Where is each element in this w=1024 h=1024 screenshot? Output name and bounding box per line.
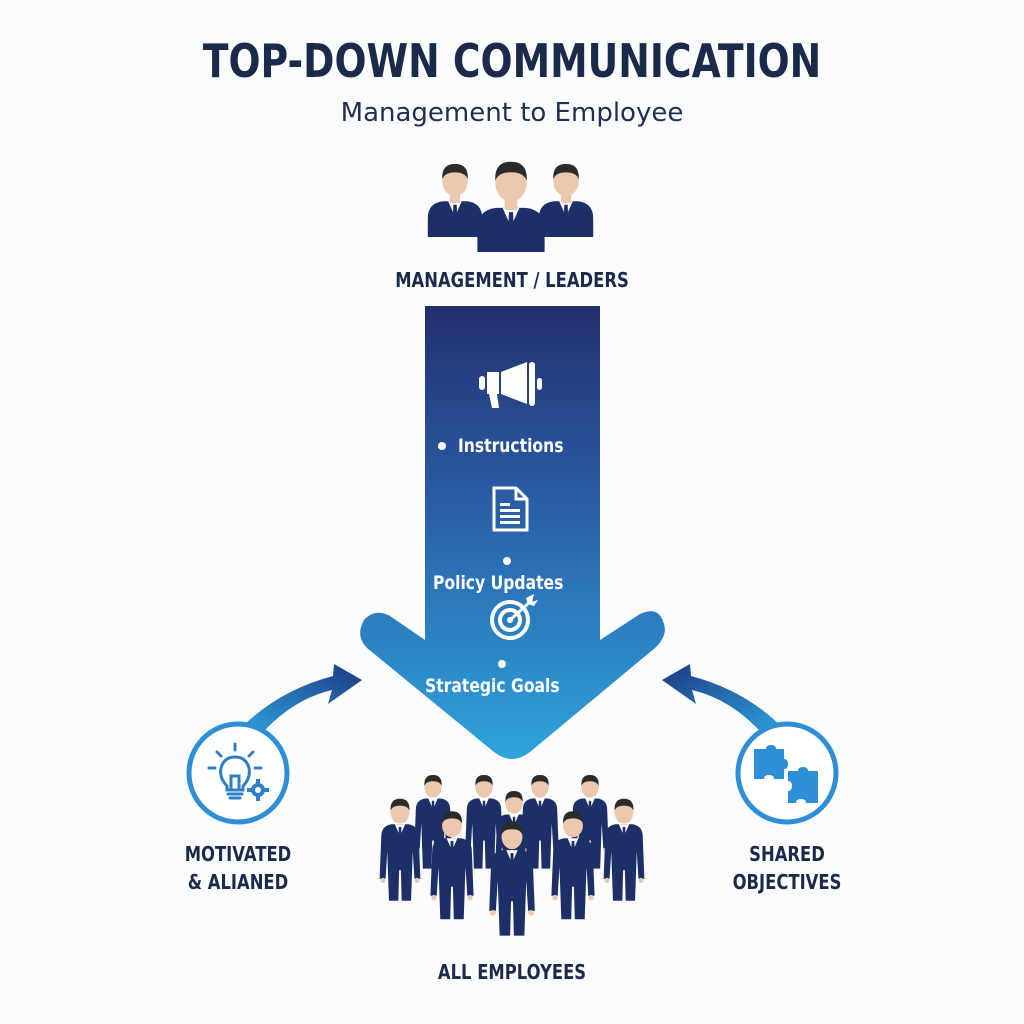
document-icon <box>492 486 529 532</box>
page-title: TOP-DOWN COMMUNICATION <box>202 34 822 88</box>
employees-label: ALL EMPLOYEES <box>437 960 587 984</box>
target-icon <box>490 594 538 640</box>
left-feedback-line1: MOTIVATED <box>184 842 292 866</box>
arrow-item-instructions: Instructions <box>425 434 600 457</box>
arrow-item-strategic-goals: Strategic Goals <box>420 652 595 697</box>
megaphone-icon <box>479 362 542 408</box>
arrow-item-policy-updates: Policy Updates <box>425 549 600 594</box>
left-feedback-label: MOTIVATED & ALIANED <box>164 840 312 896</box>
puzzle-icon <box>754 745 818 803</box>
management-label: MANAGEMENT / LEADERS <box>395 268 629 292</box>
page-subtitle: Management to Employee <box>340 98 684 128</box>
bullet-icon <box>502 556 511 565</box>
bullet-icon <box>438 441 447 450</box>
bullet-icon <box>497 659 506 668</box>
lightbulb-gear-icon <box>207 742 269 801</box>
left-feedback-line2: & ALIANED <box>187 870 289 894</box>
right-feedback-label: SHARED OBJECTIVES <box>713 840 861 896</box>
right-feedback-line1: SHARED <box>749 842 825 866</box>
right-feedback-line2: OBJECTIVES <box>732 870 842 894</box>
